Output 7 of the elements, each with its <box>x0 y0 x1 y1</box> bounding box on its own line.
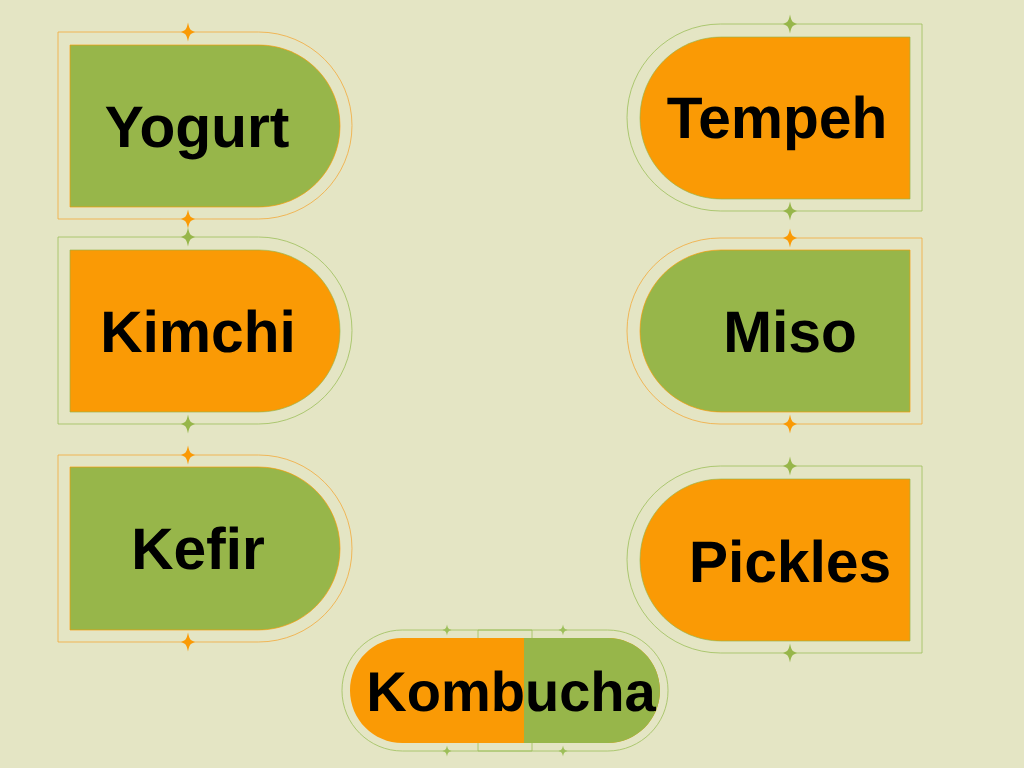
rounded-tab: Miso <box>639 249 911 413</box>
rounded-tab: Yogurt <box>69 44 341 208</box>
rounded-tab: Kimchi <box>69 249 341 413</box>
pill-label: Kombucha <box>350 638 660 743</box>
rounded-tab: Tempeh <box>639 36 911 200</box>
rounded-tab: Kefir <box>69 466 341 631</box>
rounded-tab: Pickles <box>639 478 911 642</box>
